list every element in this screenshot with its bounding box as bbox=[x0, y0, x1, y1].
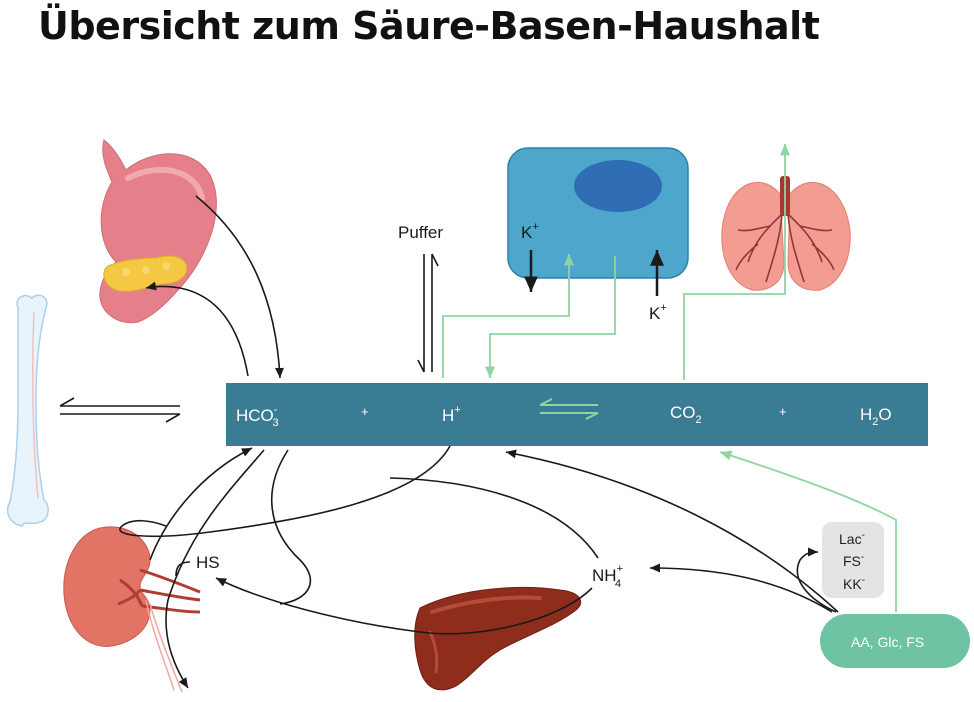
substrates-to-anions-arrow bbox=[796, 547, 837, 613]
anion-box bbox=[822, 522, 884, 598]
hco3-to-kidney-arrow bbox=[165, 449, 265, 689]
h-plus-label: H+ bbox=[442, 404, 461, 425]
h-to-cell-arrow bbox=[442, 253, 575, 378]
liver-to-hs-arrow bbox=[215, 577, 593, 635]
substrates-to-h-arrow bbox=[505, 449, 839, 613]
hco3-to-hs-arrow bbox=[270, 449, 312, 605]
kk-label: KK- bbox=[843, 575, 865, 592]
kidney-to-hco3-arrow bbox=[149, 447, 253, 561]
nh4-to-hs-path-arrow bbox=[389, 477, 599, 559]
substrates-to-co2-arrow bbox=[719, 450, 897, 612]
substrates-pill bbox=[820, 614, 970, 668]
cell-icon bbox=[507, 147, 689, 279]
lac-label: Lac- bbox=[839, 530, 865, 547]
page-title: Übersicht zum Säure-Basen-Haushalt bbox=[38, 4, 820, 48]
stomach-to-hco3-arrow bbox=[195, 195, 284, 379]
hco3-label: HCO-3 bbox=[236, 404, 279, 429]
nh4-label: NH+4 bbox=[592, 563, 623, 590]
hs-label: HS bbox=[196, 553, 220, 572]
h-to-kidney-arrow bbox=[119, 445, 451, 538]
bone-icon bbox=[6, 294, 49, 527]
lungs-icon bbox=[721, 176, 851, 291]
cell-to-h-arrow bbox=[484, 256, 616, 378]
substrates-to-nh4-arrow bbox=[649, 563, 833, 613]
bone-exchange-arrows-icon bbox=[59, 397, 181, 423]
puffer-arrows-icon bbox=[417, 253, 439, 373]
liver-icon bbox=[414, 586, 582, 691]
equilibrium-arrows-icon bbox=[539, 398, 599, 420]
k-plus-in-label: K+ bbox=[521, 221, 539, 242]
kidney-icon bbox=[63, 526, 201, 693]
puffer-label: Puffer bbox=[398, 223, 443, 242]
hs-bracket-icon bbox=[175, 561, 191, 577]
co2-to-lungs-arrow bbox=[683, 144, 791, 380]
h2o-label: H2O bbox=[860, 405, 892, 428]
equation-bar bbox=[226, 383, 928, 446]
substrates-label: AA, Glc, FS bbox=[851, 634, 924, 650]
hco3-to-pancreas-arrow bbox=[145, 281, 249, 377]
k-plus-out-label: K+ bbox=[649, 302, 667, 323]
plus-sign-2: + bbox=[779, 404, 787, 419]
co2-label: CO2 bbox=[670, 403, 702, 426]
fs-label: FS- bbox=[843, 552, 864, 569]
plus-sign-1: + bbox=[361, 404, 369, 419]
stomach-pancreas-icon bbox=[99, 139, 217, 324]
